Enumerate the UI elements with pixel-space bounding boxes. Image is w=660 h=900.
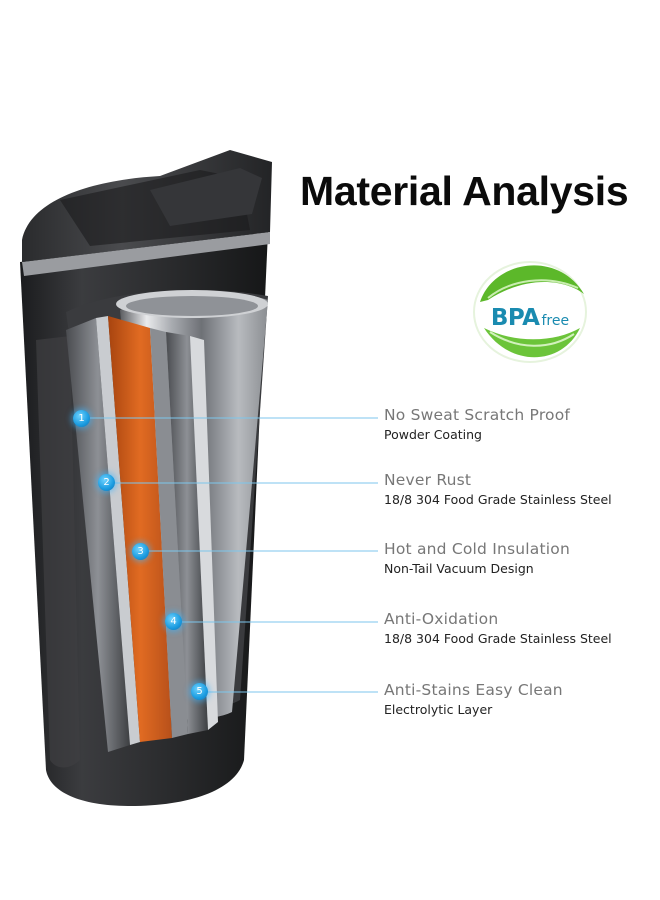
leaf-icon <box>473 261 587 363</box>
feature-subtitle: 18/8 304 Food Grade Stainless Steel <box>384 631 612 646</box>
callout-marker-1: 1 <box>73 410 90 427</box>
callout-marker-3: 3 <box>132 543 149 560</box>
callout-marker-2: 2 <box>98 474 115 491</box>
page-title: Material Analysis <box>300 168 629 214</box>
callout-marker-4: 4 <box>165 613 182 630</box>
feature-item-4: Anti-Oxidation 18/8 304 Food Grade Stain… <box>384 610 612 646</box>
feature-subtitle: Powder Coating <box>384 427 482 442</box>
feature-subtitle: Electrolytic Layer <box>384 702 493 717</box>
feature-title: Hot and Cold Insulation <box>384 540 570 558</box>
callout-marker-5: 5 <box>191 683 208 700</box>
feature-item-2: Never Rust 18/8 304 Food Grade Stainless… <box>384 471 612 507</box>
feature-item-5: Anti-Stains Easy Clean Electrolytic Laye… <box>384 681 563 717</box>
feature-subtitle: Non-Tail Vacuum Design <box>384 561 534 576</box>
feature-title: Anti-Stains Easy Clean <box>384 681 563 699</box>
feature-title: No Sweat Scratch Proof <box>384 406 571 424</box>
feature-title: Anti-Oxidation <box>384 610 499 628</box>
feature-subtitle: 18/8 304 Food Grade Stainless Steel <box>384 492 612 507</box>
feature-item-3: Hot and Cold Insulation Non-Tail Vacuum … <box>384 540 570 576</box>
feature-title: Never Rust <box>384 471 472 489</box>
feature-item-1: No Sweat Scratch Proof Powder Coating <box>384 406 570 442</box>
